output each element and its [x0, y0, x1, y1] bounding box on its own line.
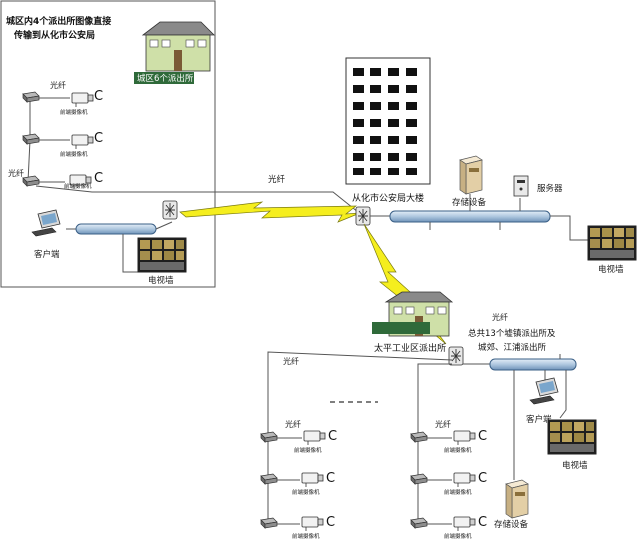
- left-camera-2-mark: C: [94, 131, 103, 146]
- lightning-down-link: [363, 223, 447, 345]
- hq-building-windows: [353, 68, 417, 175]
- bottom-fiber-label-1: 光纤: [283, 356, 299, 366]
- left-camera-2-label: 前端摄像机: [60, 150, 88, 158]
- district-station-house-icon: [134, 21, 215, 84]
- left-node-3-icon: [22, 175, 40, 187]
- left-camera-3-mark: C: [94, 171, 103, 186]
- bottom-camera-2-icon: [301, 472, 324, 488]
- hq-bus: [389, 210, 551, 223]
- left-client-label: 客户端: [34, 249, 60, 260]
- bottom-camera-3-mark: C: [326, 515, 335, 530]
- center-fiber-label: 光纤: [268, 174, 286, 185]
- district-station-label: 城区6个派出所: [137, 73, 194, 84]
- towns-fiber-label: 光纤: [492, 312, 508, 322]
- district-frame: [0, 0, 216, 288]
- bottom-camera-3-label: 前端摄像机: [292, 532, 320, 540]
- hq-storage-label: 存储设备: [452, 197, 487, 208]
- bottom-camera-6-label: 前端摄像机: [444, 532, 472, 540]
- bottom-storage-label: 存储设备: [494, 519, 529, 530]
- bottom-camera-6-icon: [453, 516, 476, 532]
- left-fiber-label-2: 光纤: [8, 168, 24, 178]
- left-camera-1-mark: C: [94, 89, 103, 104]
- lightning-left-link: [179, 201, 361, 223]
- towns-note-line1: 总共13个墟镇派出所及: [468, 328, 556, 339]
- left-tv-wall-icon: [137, 237, 187, 273]
- district-note-line2: 传输到从化市公安局: [13, 29, 95, 41]
- left-node-1-icon: [22, 91, 40, 103]
- left-camera-1-icon: [71, 92, 94, 108]
- bottom-storage-icon: [505, 479, 529, 519]
- bottom-node-2-icon: [260, 473, 278, 485]
- bottom-bus: [489, 358, 577, 371]
- bottom-camera-2-label: 前端摄像机: [292, 488, 320, 496]
- bottom-tv-wall-label: 电视墙: [562, 460, 588, 471]
- bottom-tv-wall-icon: [547, 419, 597, 455]
- bottom-camera-5-label: 前端摄像机: [444, 488, 472, 496]
- bottom-camera-6-mark: C: [478, 515, 487, 530]
- bottom-node-1-icon: [260, 431, 278, 443]
- hq-tv-wall-label: 电视墙: [598, 264, 624, 275]
- bottom-router-icon: [448, 346, 464, 366]
- hq-tv-wall-icon: [587, 225, 637, 261]
- bottom-camera-1-label: 前端摄像机: [294, 446, 322, 454]
- left-bus: [75, 223, 157, 235]
- hq-storage-icon: [459, 155, 483, 195]
- bottom-camera-5-icon: [453, 472, 476, 488]
- bottom-client-computer-icon: [529, 377, 559, 405]
- bottom-camera-1-mark: C: [328, 429, 337, 444]
- bottom-camera-5-mark: C: [478, 471, 487, 486]
- bottom-camera-4-label: 前端摄像机: [444, 446, 472, 454]
- hq-building-label: 从化市公安局大楼: [352, 192, 424, 204]
- left-router-icon: [162, 200, 178, 220]
- bottom-client-label: 客户端: [526, 414, 552, 425]
- left-fiber-label-1: 光纤: [50, 80, 66, 90]
- bottom-camera-4-icon: [453, 430, 476, 446]
- left-client-computer-icon: [31, 209, 61, 237]
- bottom-node-6-icon: [410, 517, 428, 529]
- bottom-camera-1-icon: [303, 430, 326, 446]
- bottom-fiber-label-2: 光纤: [285, 419, 301, 429]
- bottom-camera-2-mark: C: [326, 471, 335, 486]
- district-note-line1: 城区内4个派出所图像直接: [6, 15, 111, 27]
- industrial-station-house-icon: [372, 291, 454, 337]
- left-node-2-icon: [22, 133, 40, 145]
- industrial-station-label: 太平工业区派出所: [374, 342, 446, 354]
- left-camera-3-label: 前端摄像机: [64, 182, 92, 190]
- bottom-camera-3-icon: [301, 516, 324, 532]
- left-camera-2-icon: [71, 134, 94, 150]
- bottom-fiber-label-3: 光纤: [435, 419, 451, 429]
- left-camera-1-label: 前端摄像机: [60, 108, 88, 116]
- bottom-node-4-icon: [410, 431, 428, 443]
- bottom-fiber-lines: [267, 351, 453, 525]
- towns-note-line2: 城郊、江浦派出所: [478, 342, 547, 353]
- bottom-node-5-icon: [410, 473, 428, 485]
- bottom-camera-4-mark: C: [478, 429, 487, 444]
- hq-router-icon: [355, 206, 371, 226]
- server-label: 服务器: [537, 183, 563, 194]
- bottom-node-3-icon: [260, 517, 278, 529]
- server-icon: [513, 175, 529, 197]
- left-tv-wall-label: 电视墙: [148, 275, 174, 286]
